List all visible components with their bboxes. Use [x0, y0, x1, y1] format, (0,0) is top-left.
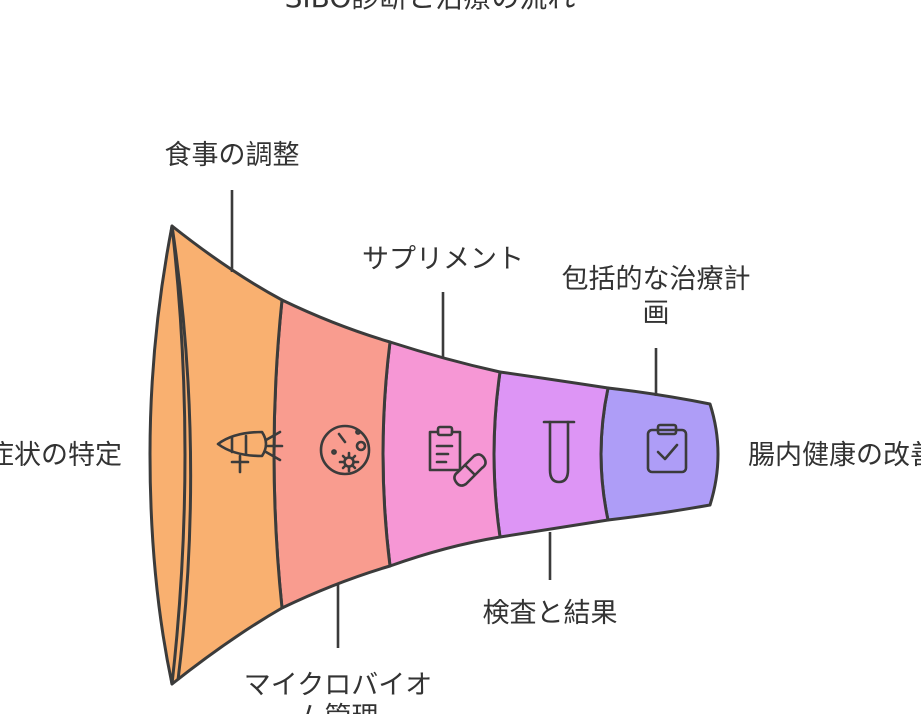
label-end: 腸内健康の改善: [748, 440, 921, 471]
funnel-mouth-edge: [148, 224, 187, 686]
carrot-icon: [216, 430, 284, 474]
label-supplements: サプリメント: [362, 244, 524, 275]
clipboard-pill-icon: [428, 425, 487, 487]
label-plan-line2: 画: [643, 298, 670, 329]
label-testing: 検査と結果: [483, 598, 618, 629]
microbe-icon: [319, 424, 371, 476]
label-diet: 食事の調整: [165, 140, 300, 171]
checklist-icon: [646, 423, 688, 474]
test-tube-icon: [542, 420, 576, 484]
label-start: 症状の特定: [0, 440, 122, 471]
diagram-title: SIBO診断と治療の流れ: [285, 0, 576, 14]
label-microbiome-line2: ム管理: [298, 702, 379, 714]
label-plan-line1: 包括的な治療計: [562, 264, 751, 295]
funnel-mouth-rim: [170, 225, 193, 681]
label-microbiome-line1: マイクロバイオ: [244, 670, 432, 701]
